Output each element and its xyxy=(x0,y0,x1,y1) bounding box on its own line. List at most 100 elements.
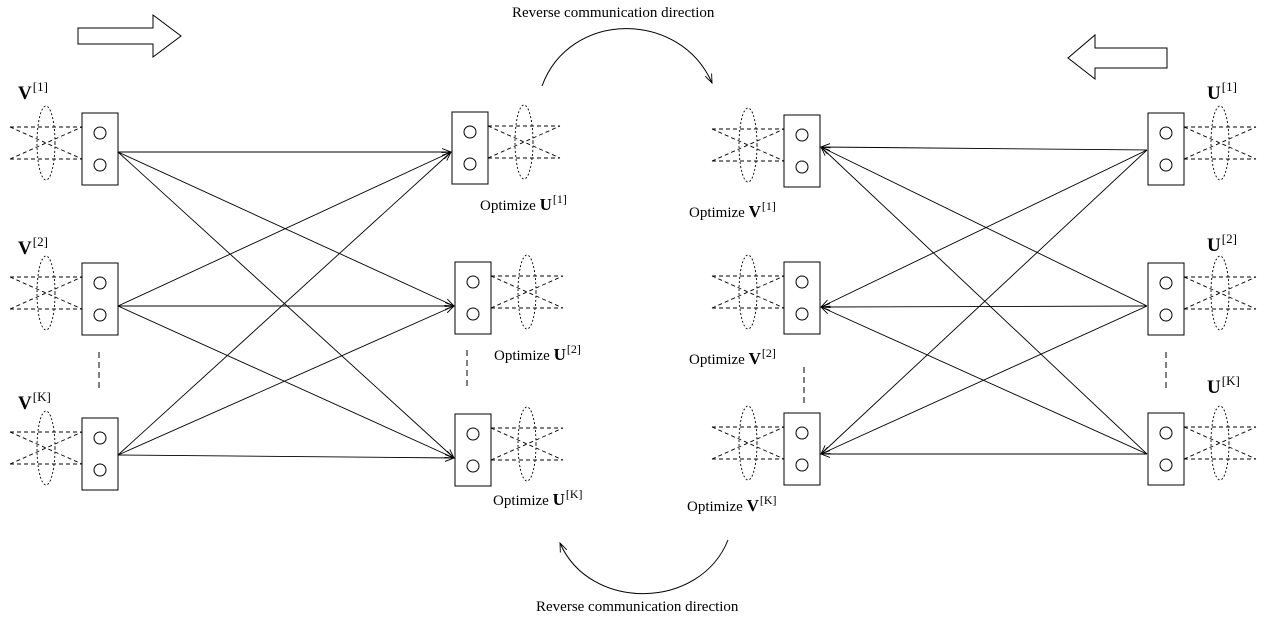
backward-direction-arrow xyxy=(1067,33,1168,81)
tx-right-1 xyxy=(1147,105,1257,186)
link-left-3-to-3 xyxy=(117,455,454,458)
tx-right-2-antenna-2 xyxy=(1159,308,1173,322)
tx-right-1-antenna-2 xyxy=(1159,158,1173,172)
tx-left-2-box xyxy=(81,262,119,336)
label-left-1: V[1] xyxy=(18,79,48,104)
tx-right-2-box xyxy=(1147,262,1185,336)
tx-left-2-beam-4 xyxy=(9,276,83,310)
link-left-1-to-2 xyxy=(117,151,454,306)
rx-center-1 xyxy=(451,104,561,185)
tx-left-2 xyxy=(9,255,119,336)
caption-optimize-uk: Optimize U[K] xyxy=(493,487,583,509)
tx-left-2-beam-3 xyxy=(9,276,83,310)
reverse-arrow-top xyxy=(541,28,712,87)
tx-left-2-beam-ellipse xyxy=(36,255,56,331)
rx-right-k-beam-ellipse xyxy=(738,405,758,481)
rx-right-k-box xyxy=(783,412,821,486)
rx-center-1-beam-ellipse xyxy=(514,104,534,180)
link-right-2-to-3 xyxy=(821,305,1148,454)
link-left-1-to-3 xyxy=(117,151,454,458)
rx-right-2-beam-4 xyxy=(711,275,785,309)
rx-right-k xyxy=(711,405,821,486)
link-left-2-to-1 xyxy=(117,152,451,307)
caption-optimize-vk: Optimize V[K] xyxy=(687,493,777,515)
rx-right-2 xyxy=(711,254,821,335)
tx-left-k-antenna-2 xyxy=(93,463,107,477)
tx-left-2-antenna-2 xyxy=(93,308,107,322)
tx-right-k xyxy=(1147,405,1257,486)
rx-center-2-beam-ellipse xyxy=(517,254,537,330)
tx-right-2 xyxy=(1147,255,1257,336)
rx-center-k-beam-3 xyxy=(490,427,564,461)
tx-left-k-beam-ellipse xyxy=(36,410,56,486)
link-right-2-to-2 xyxy=(821,306,1148,307)
rx-center-k-antenna-1 xyxy=(466,427,480,441)
rx-right-2-antenna-2 xyxy=(795,307,809,321)
tx-left-1-beam-4 xyxy=(9,126,83,160)
rx-right-1-antenna-2 xyxy=(795,160,809,174)
rx-right-1-beam-ellipse xyxy=(738,107,758,183)
tx-left-k-beam-4 xyxy=(9,431,83,465)
link-left-3-to-2 xyxy=(117,306,454,456)
rx-center-2-beam-3 xyxy=(490,275,564,309)
tx-left-1-beam-3 xyxy=(9,126,83,160)
tx-right-2-beam-ellipse xyxy=(1210,255,1230,331)
rx-right-1-beam-3 xyxy=(711,128,785,162)
caption-optimize-u1: Optimize U[1] xyxy=(480,192,567,214)
link-right-1-to-3 xyxy=(821,149,1148,454)
label-left-2: V[2] xyxy=(18,234,48,259)
top-caption: Reverse communication direction xyxy=(512,5,715,21)
label-right-1: U[1] xyxy=(1207,79,1237,104)
tx-left-1-antenna-2 xyxy=(93,158,107,172)
label-right-2: U[2] xyxy=(1207,231,1237,256)
tx-right-k-antenna-1 xyxy=(1159,426,1173,440)
tx-left-k-beam-3 xyxy=(9,431,83,465)
tx-left-k xyxy=(9,410,119,491)
rx-center-2-box xyxy=(454,261,492,335)
caption-optimize-v1: Optimize V[1] xyxy=(689,199,776,221)
link-left-2-to-3 xyxy=(117,305,454,458)
rx-right-k-beam-4 xyxy=(711,426,785,460)
rx-right-1-box xyxy=(783,114,821,188)
link-right-2-to-1 xyxy=(821,147,1148,307)
tx-right-k-beam-ellipse xyxy=(1210,405,1230,481)
caption-optimize-v2: Optimize V[2] xyxy=(689,346,776,368)
tx-right-1-antenna-1 xyxy=(1159,126,1173,140)
rx-right-k-antenna-1 xyxy=(795,426,809,440)
label-right-k: U[K] xyxy=(1207,373,1240,398)
tx-right-k-beam-4 xyxy=(1183,426,1257,460)
bottom-caption: Reverse communication direction xyxy=(536,599,739,615)
rx-center-1-antenna-2 xyxy=(463,157,477,171)
tx-left-k-box xyxy=(81,417,119,491)
rx-center-2 xyxy=(454,254,564,335)
link-right-1-to-2 xyxy=(821,149,1148,307)
tx-right-2-beam-3 xyxy=(1183,276,1257,310)
rx-center-2-antenna-2 xyxy=(466,307,480,321)
link-right-1-to-1 xyxy=(821,147,1148,150)
label-left-k: V[K] xyxy=(18,389,51,414)
tx-left-1-beam-ellipse xyxy=(36,105,56,181)
rx-right-2-box xyxy=(783,261,821,335)
rx-center-1-box xyxy=(451,111,489,185)
tx-right-1-beam-ellipse xyxy=(1210,105,1230,181)
tx-right-k-antenna-2 xyxy=(1159,458,1173,472)
rx-right-2-beam-3 xyxy=(711,275,785,309)
rx-right-k-antenna-2 xyxy=(795,458,809,472)
tx-right-k-beam-3 xyxy=(1183,426,1257,460)
link-left-3-to-1 xyxy=(117,152,451,456)
caption-optimize-u2: Optimize U[2] xyxy=(494,342,581,364)
tx-left-2-antenna-1 xyxy=(93,276,107,290)
rx-center-k-beam-ellipse xyxy=(517,406,537,482)
tx-left-k-antenna-1 xyxy=(93,431,107,445)
rx-center-1-beam-3 xyxy=(487,125,561,159)
rx-right-2-antenna-1 xyxy=(795,275,809,289)
tx-right-1-beam-4 xyxy=(1183,126,1257,160)
rx-center-1-beam-4 xyxy=(487,125,561,159)
tx-left-1 xyxy=(9,105,119,186)
tx-right-2-beam-4 xyxy=(1183,276,1257,310)
rx-center-k-beam-4 xyxy=(490,427,564,461)
tx-right-1-beam-3 xyxy=(1183,126,1257,160)
rx-right-1 xyxy=(711,107,821,188)
rx-center-2-beam-4 xyxy=(490,275,564,309)
tx-right-2-antenna-1 xyxy=(1159,276,1173,290)
